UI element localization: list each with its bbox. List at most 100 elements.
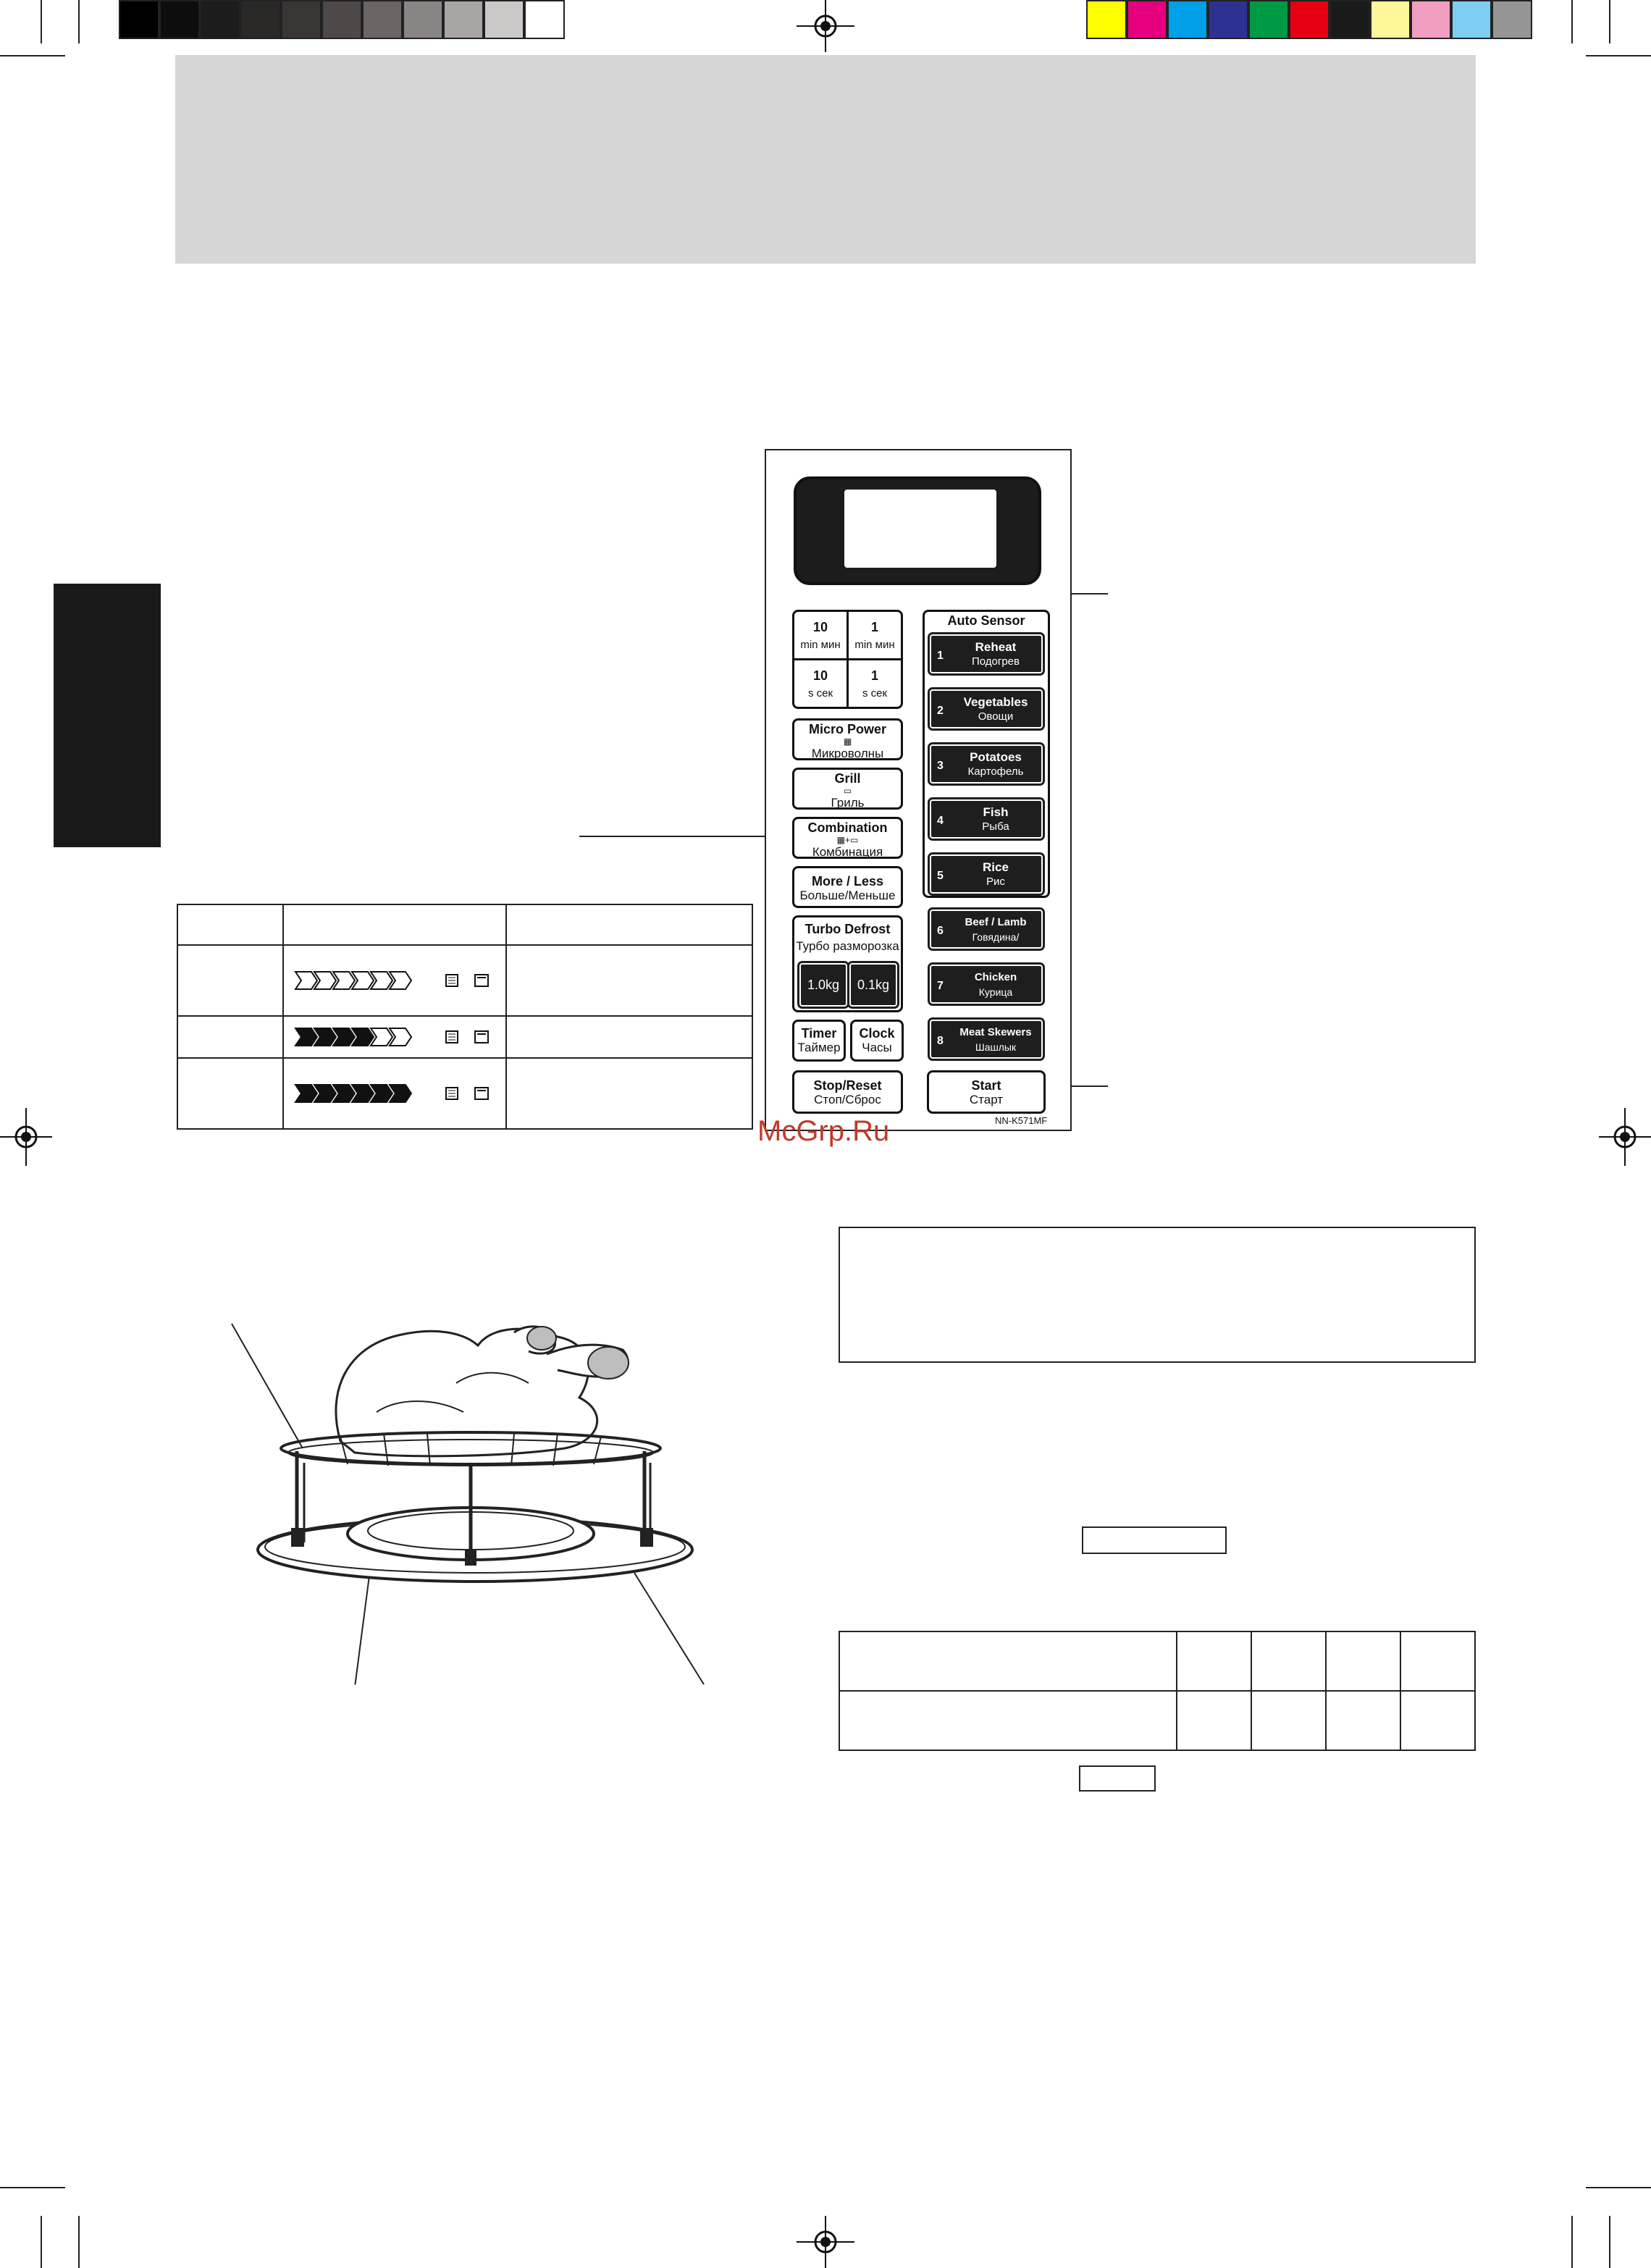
key-label-ru: Говядина/Баранина	[972, 931, 1020, 957]
key-label: Beef / Lamb	[965, 916, 1027, 928]
color-swatch	[1248, 0, 1289, 39]
ten-min-button[interactable]: 10 min мин	[792, 610, 849, 660]
start-button[interactable]: Start Старт	[927, 1070, 1046, 1114]
grill-label: Grill	[834, 771, 861, 786]
turbo-defrost-label-ru: Турбо разморозка	[796, 939, 899, 953]
power-level-bar	[294, 1084, 489, 1103]
crop-mark	[1571, 0, 1573, 43]
key-number: 3	[937, 760, 944, 772]
key-label: Reheat	[975, 640, 1017, 654]
ten-sec-unit: s сек	[807, 687, 833, 700]
color-swatch	[1411, 0, 1451, 39]
one-sec-number: 1	[870, 668, 878, 683]
crop-mark	[1609, 0, 1610, 43]
ten-min-number: 10	[812, 620, 828, 634]
color-swatch	[1451, 0, 1492, 39]
key-label: Rice	[983, 860, 1009, 874]
combination-power-table	[177, 904, 753, 1130]
color-swatch	[1167, 0, 1208, 39]
key-number: 8	[937, 1035, 944, 1047]
crop-mark	[1586, 2187, 1651, 2188]
timer-button[interactable]: Timer Таймер	[792, 1020, 846, 1062]
clock-button[interactable]: Clock Часы	[850, 1020, 904, 1062]
ten-sec-number: 10	[812, 668, 828, 683]
gray-swatch	[484, 0, 524, 39]
micro-power-label: Micro Power	[808, 722, 887, 736]
ten-min-unit: min мин	[800, 639, 841, 651]
header-band	[175, 55, 1476, 264]
key-number: 6	[937, 925, 944, 937]
gray-swatch	[240, 0, 281, 39]
auto-sensor-title: Auto Sensor	[947, 613, 1025, 628]
more-less-button[interactable]: More / Less Больше/Меньше	[792, 866, 903, 908]
section-side-tab	[54, 584, 161, 847]
registration-mark-icon	[1599, 1108, 1651, 1166]
clock-label: Clock	[859, 1026, 895, 1041]
defrost-1kg-button[interactable]: 1.0kg	[797, 961, 849, 1009]
start-label: Start	[971, 1078, 1001, 1093]
power-level-bar	[294, 971, 489, 990]
color-swatch	[1208, 0, 1248, 39]
gray-swatch	[443, 0, 484, 39]
microwave-icon: ▦	[843, 736, 852, 747]
one-sec-button[interactable]: 1 s сек	[846, 658, 903, 709]
color-swatch	[1289, 0, 1329, 39]
key-number: 4	[937, 815, 944, 827]
color-swatch	[1127, 0, 1167, 39]
gray-swatch	[403, 0, 443, 39]
defrost-01kg-button[interactable]: 0.1kg	[847, 961, 899, 1009]
key-label-ru: Овощи	[978, 710, 1014, 723]
key-label-ru: Курица	[978, 986, 1013, 998]
key-label: Fish	[983, 805, 1009, 819]
crop-mark	[41, 0, 42, 43]
key-label: Meat Skewers	[959, 1026, 1032, 1038]
power-level-bar	[294, 1028, 489, 1046]
control-panel: 10 min мин 1 min мин 10 s сек 1 s сек Mi…	[765, 449, 1072, 1131]
grill-button[interactable]: Grill ▭ Гриль	[792, 768, 903, 810]
key-label-ru: Рис	[986, 875, 1005, 888]
key-label: Vegetables	[963, 695, 1028, 709]
key-label-ru: Шашлык	[975, 1041, 1017, 1053]
one-min-button[interactable]: 1 min мин	[846, 610, 903, 660]
stop-reset-label: Stop/Reset	[813, 1078, 882, 1093]
power-level-cell	[282, 1015, 507, 1059]
gray-swatch	[119, 0, 159, 39]
power-level-cell	[282, 1057, 507, 1130]
key-label-ru: Рыба	[982, 820, 1009, 833]
crop-mark	[0, 55, 65, 56]
key-number: 5	[937, 870, 944, 882]
one-min-number: 1	[870, 620, 878, 634]
model-number: NN-K571MF	[995, 1115, 1048, 1126]
key-number: 1	[937, 650, 944, 662]
watermark: McGrp.Ru	[757, 1115, 890, 1147]
combination-button[interactable]: Combination ▦+▭ Комбинация	[792, 817, 903, 859]
color-swatch	[1370, 0, 1411, 39]
one-min-unit: min мин	[854, 639, 895, 651]
micro-power-button[interactable]: Micro Power ▦ Микроволны	[792, 718, 903, 760]
timer-label: Timer	[801, 1026, 837, 1041]
color-swatch	[1086, 0, 1127, 39]
more-less-label: More / Less	[811, 874, 884, 889]
timer-label-ru: Таймер	[797, 1041, 841, 1054]
gray-swatch	[362, 0, 403, 39]
turbo-defrost-label: Turbo Defrost	[805, 922, 891, 936]
crop-mark	[41, 2216, 42, 2268]
stop-reset-button[interactable]: Stop/Reset Стоп/Сброс	[792, 1070, 903, 1114]
grill-icon: ▭	[843, 786, 852, 796]
start-label-ru: Старт	[969, 1093, 1004, 1106]
gray-swatch	[524, 0, 565, 39]
crop-mark	[1609, 2216, 1610, 2268]
crop-mark	[1586, 55, 1651, 56]
key-label-ru: Картофель	[967, 765, 1024, 778]
combination-label: Combination	[807, 820, 888, 835]
ten-sec-button[interactable]: 10 s сек	[792, 658, 849, 709]
gray-swatch	[200, 0, 240, 39]
